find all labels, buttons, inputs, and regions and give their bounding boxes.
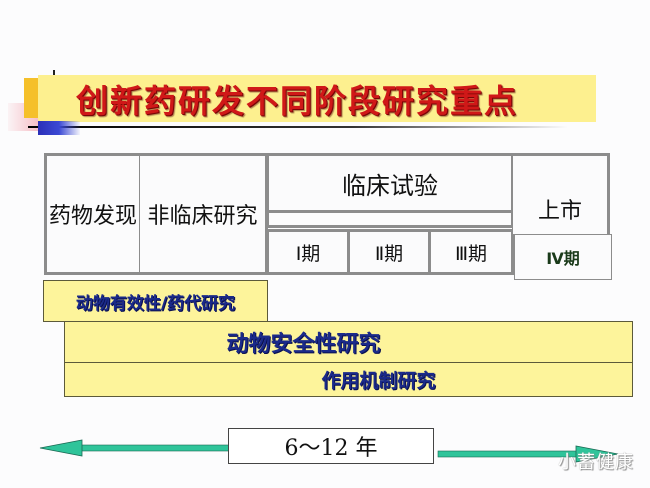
title-banner: 创新药研发不同阶段研究重点: [38, 75, 596, 122]
phase-label: Ⅲ期: [454, 242, 488, 265]
stage-preclinical: 非临床研究: [140, 153, 268, 275]
phase-label: Ⅱ期: [374, 242, 404, 265]
bar-efficacy-pk: 动物有效性/药代研究: [43, 280, 268, 322]
phase-label: Ⅰ期: [295, 242, 321, 265]
phase-label: Ⅳ期: [546, 249, 580, 268]
bar-label: 动物有效性/药代研究: [75, 293, 236, 314]
banner-decoration-orange: [24, 78, 40, 118]
clinical-spacer: [266, 213, 514, 228]
right-arrow-icon: [437, 445, 619, 463]
stage-label: 上市: [537, 199, 582, 224]
banner-decoration-tick: [53, 70, 55, 76]
duration-label: 6～12 年: [284, 436, 378, 461]
phase-2: Ⅱ期: [347, 229, 431, 275]
stage-market: 上市: [512, 153, 610, 235]
bar-mechanism: 作用机制研究: [64, 362, 633, 397]
bar-label: 作用机制研究: [321, 370, 436, 392]
timeline-arrows: [39, 439, 619, 463]
left-arrow-icon: [39, 439, 231, 457]
stage-label: 药物发现: [48, 204, 137, 229]
bar-safety: 动物安全性研究: [64, 321, 633, 363]
phase-1: Ⅰ期: [266, 229, 350, 275]
phase-3: Ⅲ期: [428, 229, 514, 275]
stage-clinical-trial: 临床试验: [266, 153, 514, 213]
stage-label: 非临床研究: [147, 204, 258, 229]
stage-label: 临床试验: [342, 171, 438, 200]
phase-4: Ⅳ期: [514, 234, 612, 280]
watermark: 小蓄健康: [558, 452, 634, 473]
banner-decoration-blue: [38, 121, 80, 135]
duration-box: 6～12 年: [228, 428, 434, 464]
bar-label: 动物安全性研究: [226, 331, 381, 357]
stage-drug-discovery: 药物发现: [44, 153, 142, 275]
page-title: 创新药研发不同阶段研究重点: [76, 81, 519, 120]
banner-underline: [28, 126, 568, 128]
